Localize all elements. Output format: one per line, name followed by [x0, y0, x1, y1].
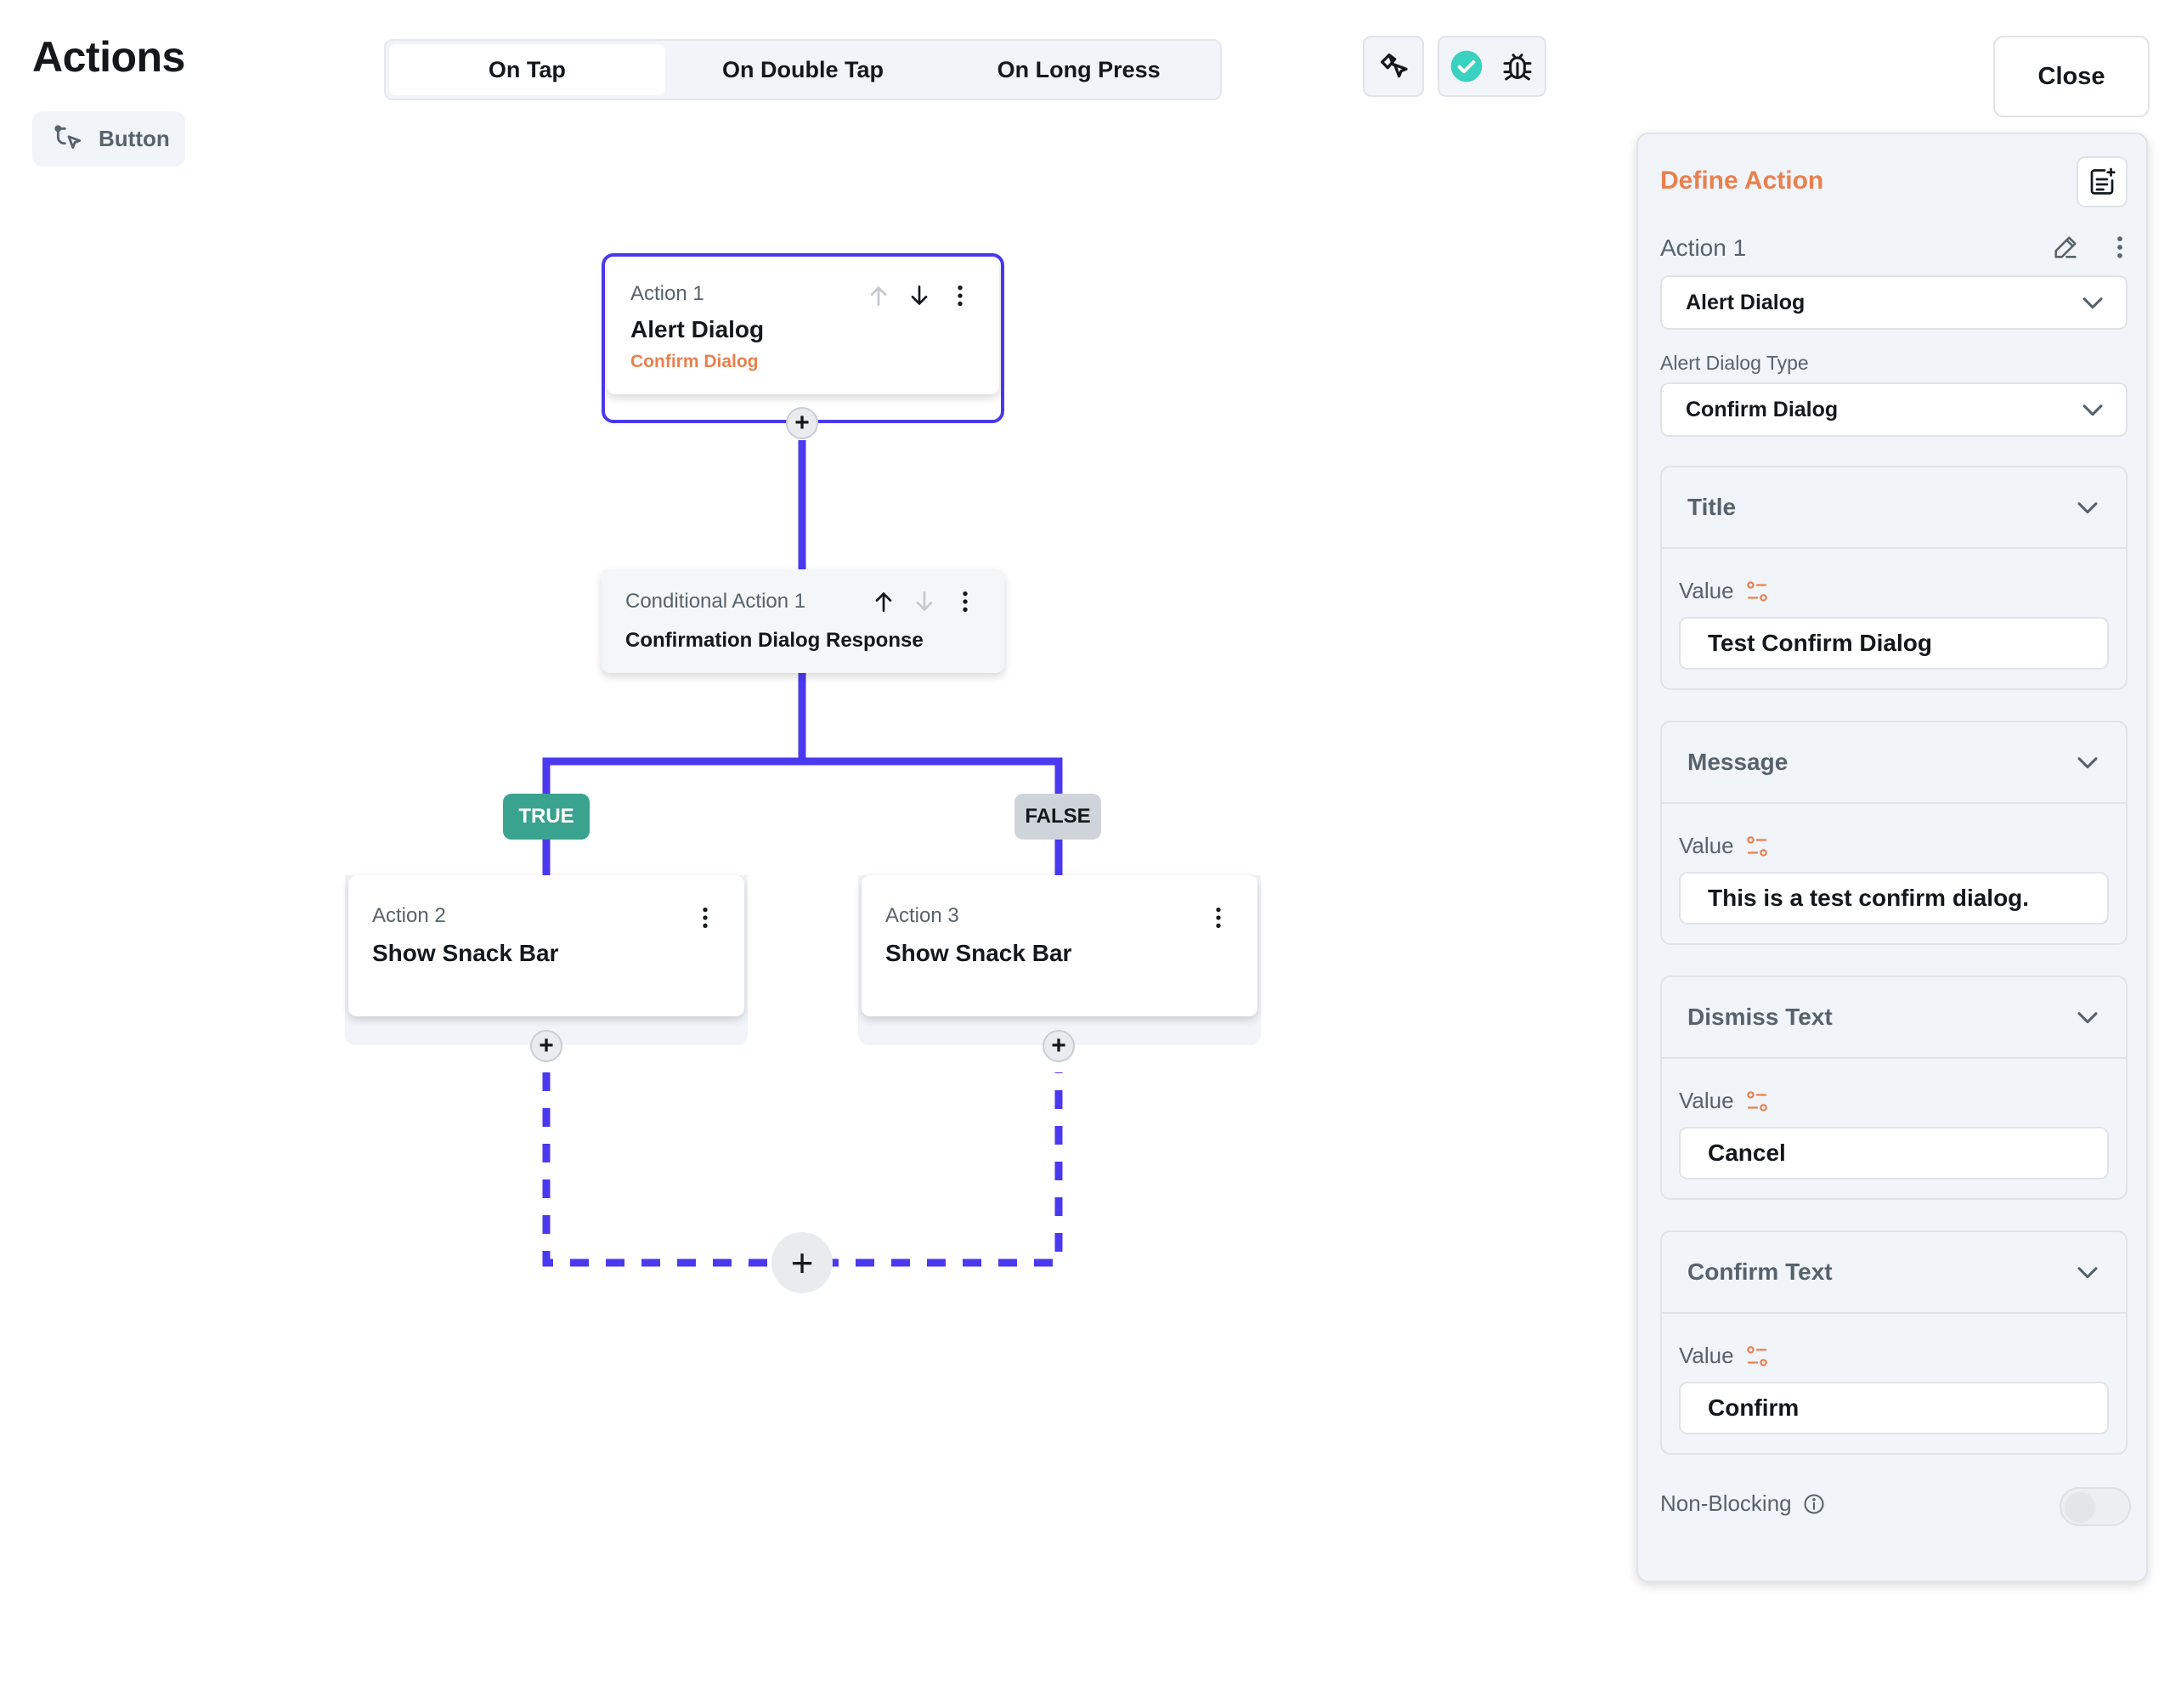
- action-card-controls: [692, 904, 719, 931]
- action-card-2[interactable]: Action 2 Show Snack Bar: [348, 875, 744, 1016]
- chevron-down-icon: [2082, 297, 2103, 309]
- move-down-icon[interactable]: [906, 282, 933, 309]
- confirm-value-input[interactable]: Confirm: [1679, 1382, 2109, 1434]
- action-card-label: Action 2: [372, 904, 446, 927]
- add-after-action3-button[interactable]: +: [1043, 1030, 1075, 1062]
- section-header[interactable]: Title: [1662, 467, 2126, 549]
- value-label: Value: [1679, 833, 1734, 858]
- tab-on-tap[interactable]: On Tap: [389, 44, 665, 95]
- conditional-card-type: Confirmation Dialog Response: [625, 629, 924, 652]
- toggle-knob: [2065, 1492, 2095, 1523]
- non-blocking-row: Non-Blocking: [1660, 1490, 1826, 1517]
- chevron-down-icon: [2077, 757, 2098, 769]
- bug-icon[interactable]: [1500, 49, 1534, 83]
- section-title: Message: [1687, 749, 1789, 775]
- section-header[interactable]: Message: [1662, 722, 2126, 804]
- false-branch-badge: FALSE: [1014, 794, 1101, 840]
- section-title: Dismiss Text: [1687, 1004, 1833, 1030]
- more-vert-icon[interactable]: [692, 904, 719, 931]
- tab-on-double-tap[interactable]: On Double Tap: [722, 56, 884, 82]
- add-after-action2-button[interactable]: +: [530, 1030, 562, 1062]
- define-action-panel: Define Action Action 1 Alert Dialog Aler…: [1636, 133, 2148, 1582]
- chevron-down-icon: [2077, 1267, 2098, 1279]
- add-merge-action-button[interactable]: +: [771, 1232, 833, 1293]
- widget-chip[interactable]: Button: [32, 111, 185, 167]
- action-tools: [2051, 233, 2134, 262]
- message-section: Message Value This is a test confirm dia…: [1660, 721, 2128, 945]
- more-vert-icon[interactable]: [952, 588, 979, 615]
- info-icon[interactable]: [1802, 1492, 1826, 1516]
- value-label: Value: [1679, 578, 1734, 603]
- section-title: Title: [1687, 494, 1737, 520]
- more-vert-icon[interactable]: [2105, 233, 2134, 262]
- action-card-type: Show Snack Bar: [372, 940, 559, 966]
- section-title: Confirm Text: [1687, 1258, 1833, 1285]
- notes-add-icon: [2090, 167, 2116, 195]
- variable-settings-icon[interactable]: [1744, 579, 1770, 604]
- more-vert-icon[interactable]: [947, 282, 974, 309]
- value-label-row: Value: [1679, 1343, 1770, 1369]
- action-name: Action 1: [1660, 235, 1747, 261]
- chevron-down-icon: [2077, 502, 2098, 514]
- more-vert-icon[interactable]: [1205, 904, 1232, 931]
- action-card-1[interactable]: Action 1 Alert Dialog Confirm Dialog: [607, 258, 999, 394]
- edit-icon[interactable]: [2051, 233, 2080, 262]
- action-card-detail: Confirm Dialog: [630, 352, 759, 371]
- title-section: Title Value Test Confirm Dialog: [1660, 466, 2128, 690]
- tab-on-long-press[interactable]: On Long Press: [997, 56, 1161, 82]
- move-up-icon[interactable]: [865, 282, 892, 309]
- flow-cursor-icon: [1381, 54, 1408, 78]
- action-card-controls: [1205, 904, 1232, 931]
- action-type-dropdown[interactable]: Alert Dialog: [1660, 275, 2128, 330]
- value-label-row: Value: [1679, 1088, 1770, 1114]
- action-notes-button[interactable]: [2077, 156, 2128, 207]
- move-up-icon[interactable]: [870, 588, 897, 615]
- close-button[interactable]: Close: [1993, 36, 2150, 117]
- conditional-action-card[interactable]: Conditional Action 1 Confirmation Dialog…: [602, 569, 1004, 673]
- dismiss-text-section: Dismiss Text Value Cancel: [1660, 976, 2128, 1200]
- dismiss-value-input[interactable]: Cancel: [1679, 1127, 2109, 1179]
- chevron-down-icon: [2082, 404, 2103, 416]
- section-header[interactable]: Confirm Text: [1662, 1232, 2126, 1314]
- widget-chip-label: Button: [99, 126, 170, 151]
- dialog-type-value: Confirm Dialog: [1686, 397, 1839, 421]
- true-branch-badge: TRUE: [503, 794, 590, 840]
- title-value-input[interactable]: Test Confirm Dialog: [1679, 617, 2109, 670]
- value-label-row: Value: [1679, 578, 1770, 604]
- non-blocking-toggle[interactable]: [2060, 1487, 2131, 1526]
- conditional-card-controls: [870, 588, 979, 615]
- variable-settings-icon[interactable]: [1744, 834, 1770, 859]
- message-value-input[interactable]: This is a test confirm dialog.: [1679, 872, 2109, 925]
- flow-cursor-icon: [54, 124, 82, 149]
- action-card-label: Action 1: [630, 282, 704, 305]
- move-down-icon[interactable]: [911, 588, 938, 615]
- page-title: Actions: [32, 33, 185, 81]
- variable-settings-icon[interactable]: [1744, 1343, 1770, 1369]
- action-type-value: Alert Dialog: [1686, 290, 1806, 314]
- panel-title: Define Action: [1660, 167, 1824, 195]
- section-header[interactable]: Dismiss Text: [1662, 977, 2126, 1059]
- action-card-label: Action 3: [885, 904, 959, 927]
- action-card-type: Alert Dialog: [630, 316, 765, 342]
- action-card-type: Show Snack Bar: [885, 940, 1072, 966]
- chevron-down-icon: [2077, 1012, 2098, 1024]
- flow-cursor-button[interactable]: [1363, 36, 1424, 97]
- action-card-controls: [865, 282, 974, 309]
- confirm-text-section: Confirm Text Value Confirm: [1660, 1230, 2128, 1455]
- connector-branch-bar: [542, 757, 1063, 875]
- action-card-3[interactable]: Action 3 Show Snack Bar: [862, 875, 1257, 1016]
- check-circle-icon[interactable]: [1449, 49, 1483, 83]
- dialog-type-label: Alert Dialog Type: [1660, 352, 1809, 374]
- validation-group: [1438, 36, 1546, 97]
- add-after-action1-button[interactable]: +: [786, 407, 818, 439]
- non-blocking-label: Non-Blocking: [1660, 1490, 1792, 1516]
- trigger-tabs: On Tap On Double Tap On Long Press: [384, 39, 1222, 100]
- variable-settings-icon[interactable]: [1744, 1089, 1770, 1114]
- value-label-row: Value: [1679, 833, 1770, 859]
- value-label: Value: [1679, 1088, 1734, 1113]
- value-label: Value: [1679, 1343, 1734, 1368]
- conditional-card-label: Conditional Action 1: [625, 590, 806, 613]
- dialog-type-dropdown[interactable]: Confirm Dialog: [1660, 382, 2128, 437]
